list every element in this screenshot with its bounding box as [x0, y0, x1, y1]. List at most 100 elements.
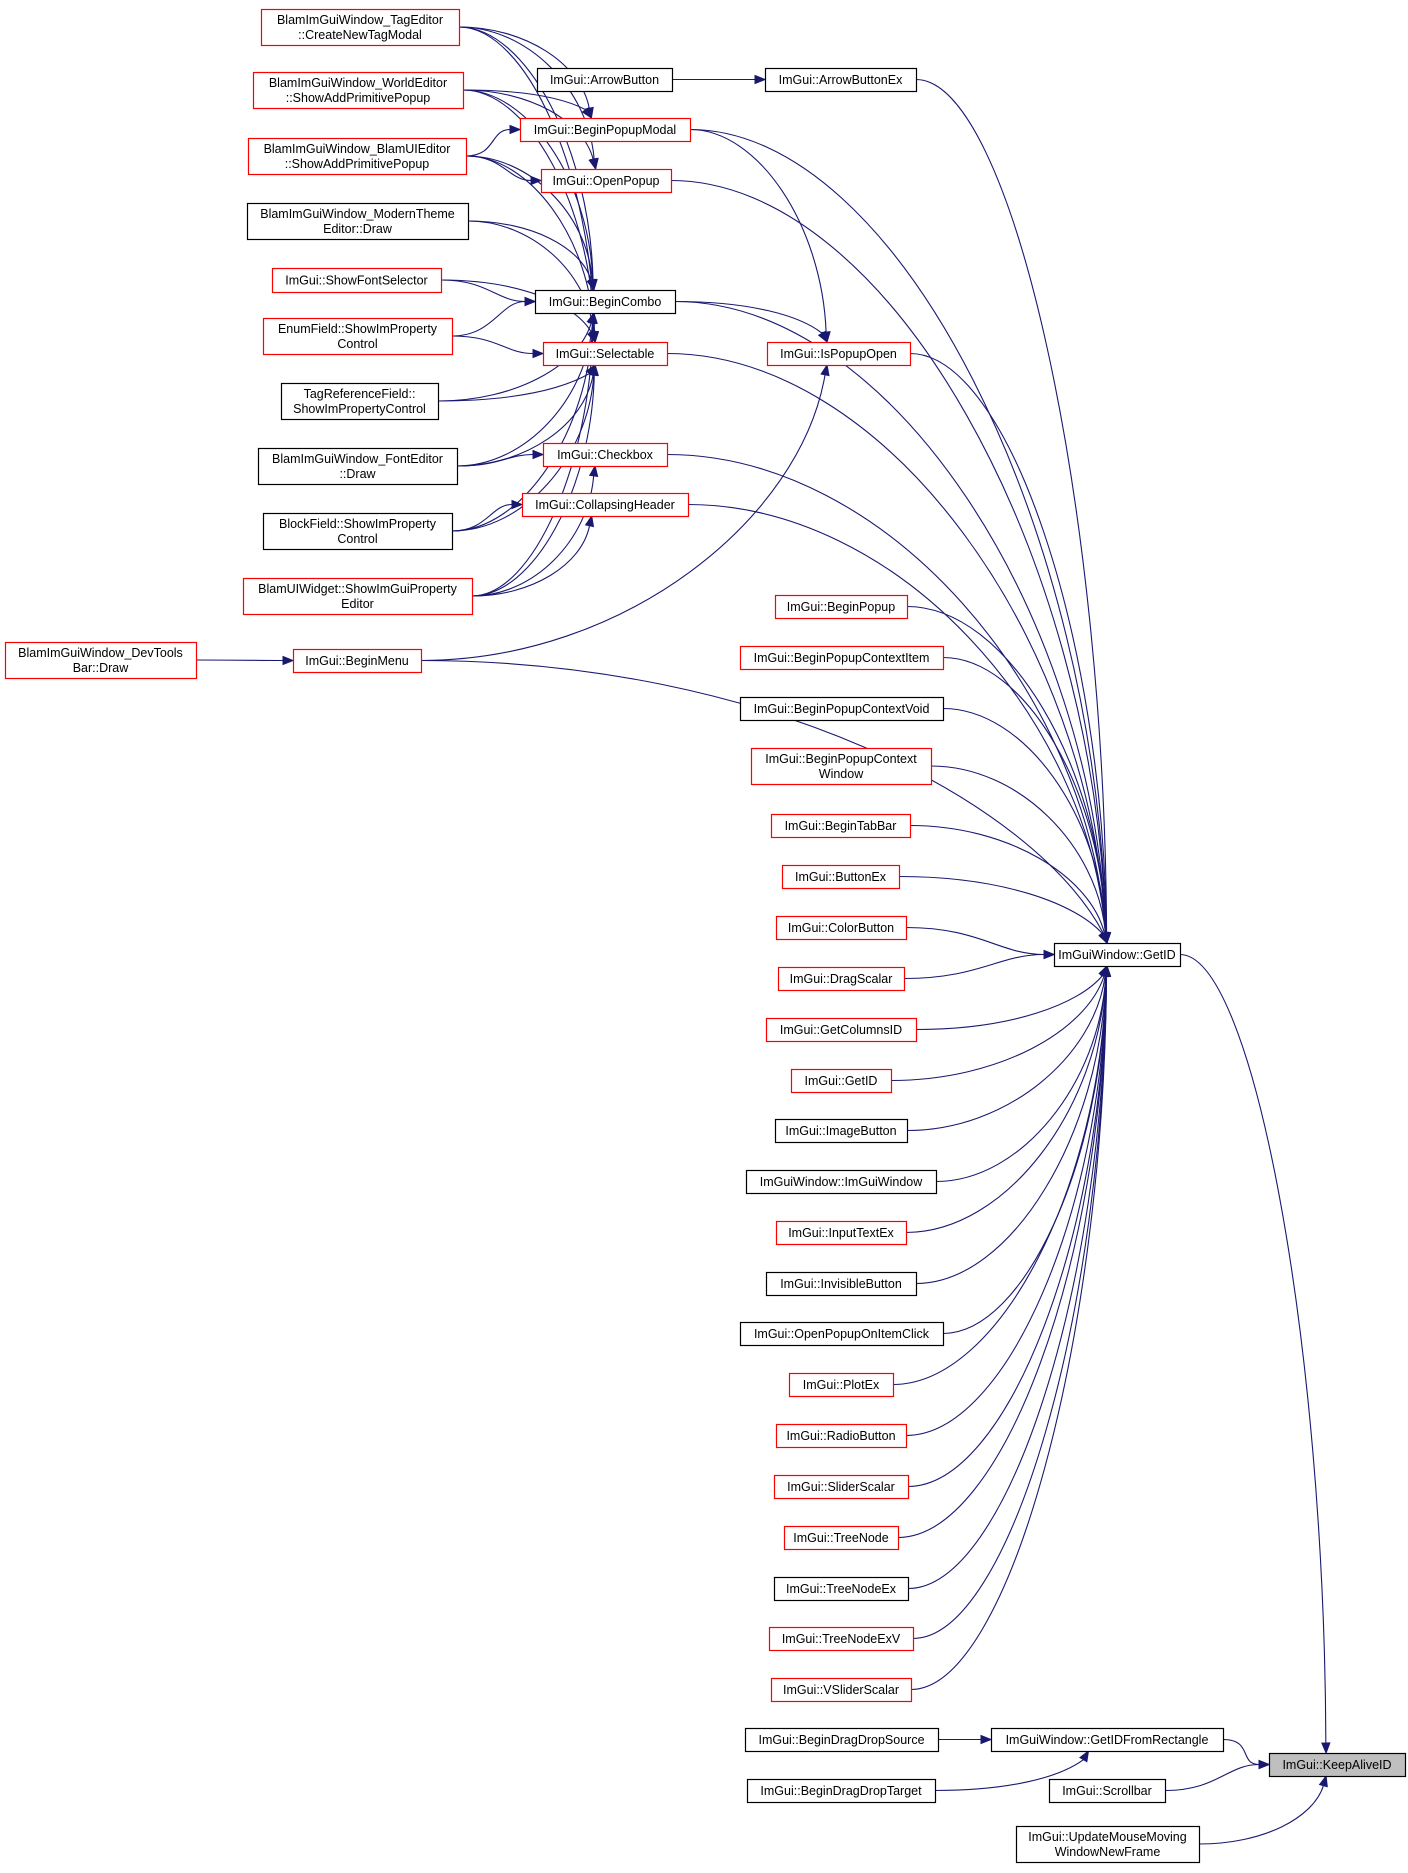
node-label: ImGui::Scrollbar [1062, 1784, 1152, 1798]
node-invisiblebutton[interactable]: ImGui::InvisibleButton [765, 1271, 918, 1297]
node-getcolumnsid[interactable]: ImGui::GetColumnsID [765, 1017, 918, 1043]
node-arrowbuttonex[interactable]: ImGui::ArrowButtonEx [764, 67, 918, 93]
node-label: ImGui::BeginDragDropTarget [760, 1784, 922, 1798]
node-box [252, 71, 465, 110]
node-dragscalar[interactable]: ImGui::DragScalar [777, 966, 906, 992]
node-keepaliveid[interactable]: ImGui::KeepAliveID [1268, 1752, 1407, 1778]
edge-line [458, 26, 594, 281]
node-label: BlamImGuiWindow_BlamUIEditor [264, 142, 451, 156]
node-box [746, 1778, 937, 1804]
node-inputtextex[interactable]: ImGui::InputTextEx [775, 1220, 908, 1246]
node-blockfield[interactable]: BlockField::ShowImPropertyControl [262, 512, 454, 551]
node-plotex[interactable]: ImGui::PlotEx [788, 1372, 895, 1398]
node-treenodeexv[interactable]: ImGui::TreeNodeExV [768, 1626, 915, 1652]
node-box [262, 512, 454, 551]
node-begincombo[interactable]: ImGui::BeginCombo [534, 289, 677, 315]
node-box [1268, 1752, 1407, 1778]
node-buttonex[interactable]: ImGui::ButtonEx [781, 864, 901, 890]
node-tagref[interactable]: TagReferenceField::ShowImPropertyControl [280, 382, 440, 421]
node-box [745, 1169, 938, 1195]
node-imgui-getid[interactable]: ImGui::GetID [790, 1068, 893, 1094]
node-treenode[interactable]: ImGui::TreeNode [783, 1525, 900, 1551]
node-imguiwindow-ctor[interactable]: ImGuiWindow::ImGuiWindow [745, 1169, 938, 1195]
edge-line [909, 352, 1107, 934]
edge-line [910, 975, 1108, 1691]
node-box [242, 577, 474, 616]
node-font-editor-draw[interactable]: BlamImGuiWindow_FontEditor::Draw [257, 447, 459, 486]
node-world-editor-popup[interactable]: BlamImGuiWindow_WorldEditor::ShowAddPrim… [252, 71, 465, 110]
edge-modern-theme-draw-to-begincombo [467, 220, 596, 292]
node-getid[interactable]: ImGuiWindow::GetID [1053, 942, 1182, 968]
node-show-font-selector[interactable]: ImGui::ShowFontSelector [271, 267, 443, 294]
node-label: ImGui::BeginPopupContextItem [754, 651, 930, 665]
node-beginpopupcontextitem[interactable]: ImGui::BeginPopupContextItem [739, 645, 945, 671]
node-label: ImGui::Checkbox [557, 448, 654, 462]
node-arrowbutton[interactable]: ImGui::ArrowButton [536, 67, 674, 93]
node-openpopup[interactable]: ImGui::OpenPopup [540, 168, 673, 194]
node-getidfromrect[interactable]: ImGuiWindow::GetIDFromRectangle [990, 1727, 1225, 1753]
node-enumfield[interactable]: EnumField::ShowImPropertyControl [262, 317, 454, 356]
node-ispopupopen[interactable]: ImGui::IsPopupOpen [766, 341, 912, 367]
node-label: ::ShowAddPrimitivePopup [286, 91, 431, 105]
node-colorbutton[interactable]: ImGui::ColorButton [775, 915, 908, 941]
node-vsliderscalar[interactable]: ImGui::VSliderScalar [770, 1677, 913, 1703]
node-selectable[interactable]: ImGui::Selectable [542, 341, 669, 367]
edge-radiobutton-to-getid [905, 964, 1111, 1437]
edge-line [898, 875, 1104, 935]
node-begintabbar[interactable]: ImGui::BeginTabBar [770, 813, 912, 839]
edge-line [1222, 1738, 1260, 1766]
edge-blamui-editor-popup-to-openpopup [465, 155, 543, 186]
edge-line [451, 503, 513, 532]
node-beginpopupmodal[interactable]: ImGui::BeginPopupModal [519, 117, 692, 143]
node-box [262, 317, 454, 356]
node-beginpopup[interactable]: ImGui::BeginPopup [774, 594, 909, 620]
node-box [773, 1474, 910, 1500]
node-collapsingheader[interactable]: ImGui::CollapsingHeader [521, 492, 690, 518]
edge-begincombo-to-getid [674, 300, 1111, 945]
edge-arrowhead [509, 124, 522, 135]
edge-imgui-getid-to-getid [890, 964, 1109, 1082]
edge-blamui-editor-popup-to-beginpopupmodal [465, 124, 522, 157]
node-treenodeex[interactable]: ImGui::TreeNodeEx [773, 1576, 910, 1602]
node-box [542, 341, 669, 367]
node-label: ImGui::PlotEx [803, 1378, 880, 1392]
node-label: ImGuiWindow::GetIDFromRectangle [1006, 1733, 1209, 1747]
edge-line [437, 372, 590, 402]
node-radiobutton[interactable]: ImGui::RadioButton [775, 1423, 908, 1449]
node-begindragdroptarget[interactable]: ImGui::BeginDragDropTarget [746, 1778, 937, 1804]
edge-arrowbutton-to-arrowbuttonex [672, 74, 767, 85]
edge-blamuiwidget-to-selectable [471, 363, 599, 597]
edge-arrowhead [1321, 1742, 1331, 1755]
node-box [246, 202, 470, 241]
node-label: ImGui::ButtonEx [795, 870, 887, 884]
edge-arrowhead [821, 331, 831, 344]
node-scrollbar[interactable]: ImGui::Scrollbar [1048, 1778, 1167, 1804]
node-checkbox[interactable]: ImGui::Checkbox [542, 442, 669, 468]
edge-line [909, 824, 1106, 934]
node-blamui-editor-popup[interactable]: BlamImGuiWindow_BlamUIEditor::ShowAddPri… [247, 137, 468, 176]
node-box [540, 168, 673, 194]
edge-line [897, 975, 1107, 1539]
node-beginpopupcontextvoid[interactable]: ImGui::BeginPopupContextVoid [739, 696, 945, 722]
node-tag-editor-modal[interactable]: BlamImGuiWindow_TagEditor::CreateNewTagM… [260, 8, 461, 47]
edge-arrowhead [820, 363, 830, 377]
edge-line [935, 975, 1107, 1183]
edge-line [467, 220, 592, 281]
node-label: BlamImGuiWindow_WorldEditor [269, 76, 447, 90]
node-beginmenu[interactable]: ImGui::BeginMenu [292, 648, 423, 674]
node-sliderscalar[interactable]: ImGui::SliderScalar [773, 1474, 910, 1500]
node-label: BlamUIWidget::ShowImGuiProperty [258, 582, 457, 596]
node-box [292, 648, 423, 674]
node-begindragdropsource[interactable]: ImGui::BeginDragDropSource [744, 1727, 940, 1753]
node-openpopuponitemclick[interactable]: ImGui::OpenPopupOnItemClick [739, 1321, 945, 1347]
node-imagebutton[interactable]: ImGui::ImageButton [774, 1118, 909, 1144]
node-label: ImGui::KeepAliveID [1282, 1758, 1391, 1772]
node-label: ImGui::RadioButton [786, 1429, 895, 1443]
node-box [774, 594, 909, 620]
edge-arrowhead [524, 296, 537, 307]
